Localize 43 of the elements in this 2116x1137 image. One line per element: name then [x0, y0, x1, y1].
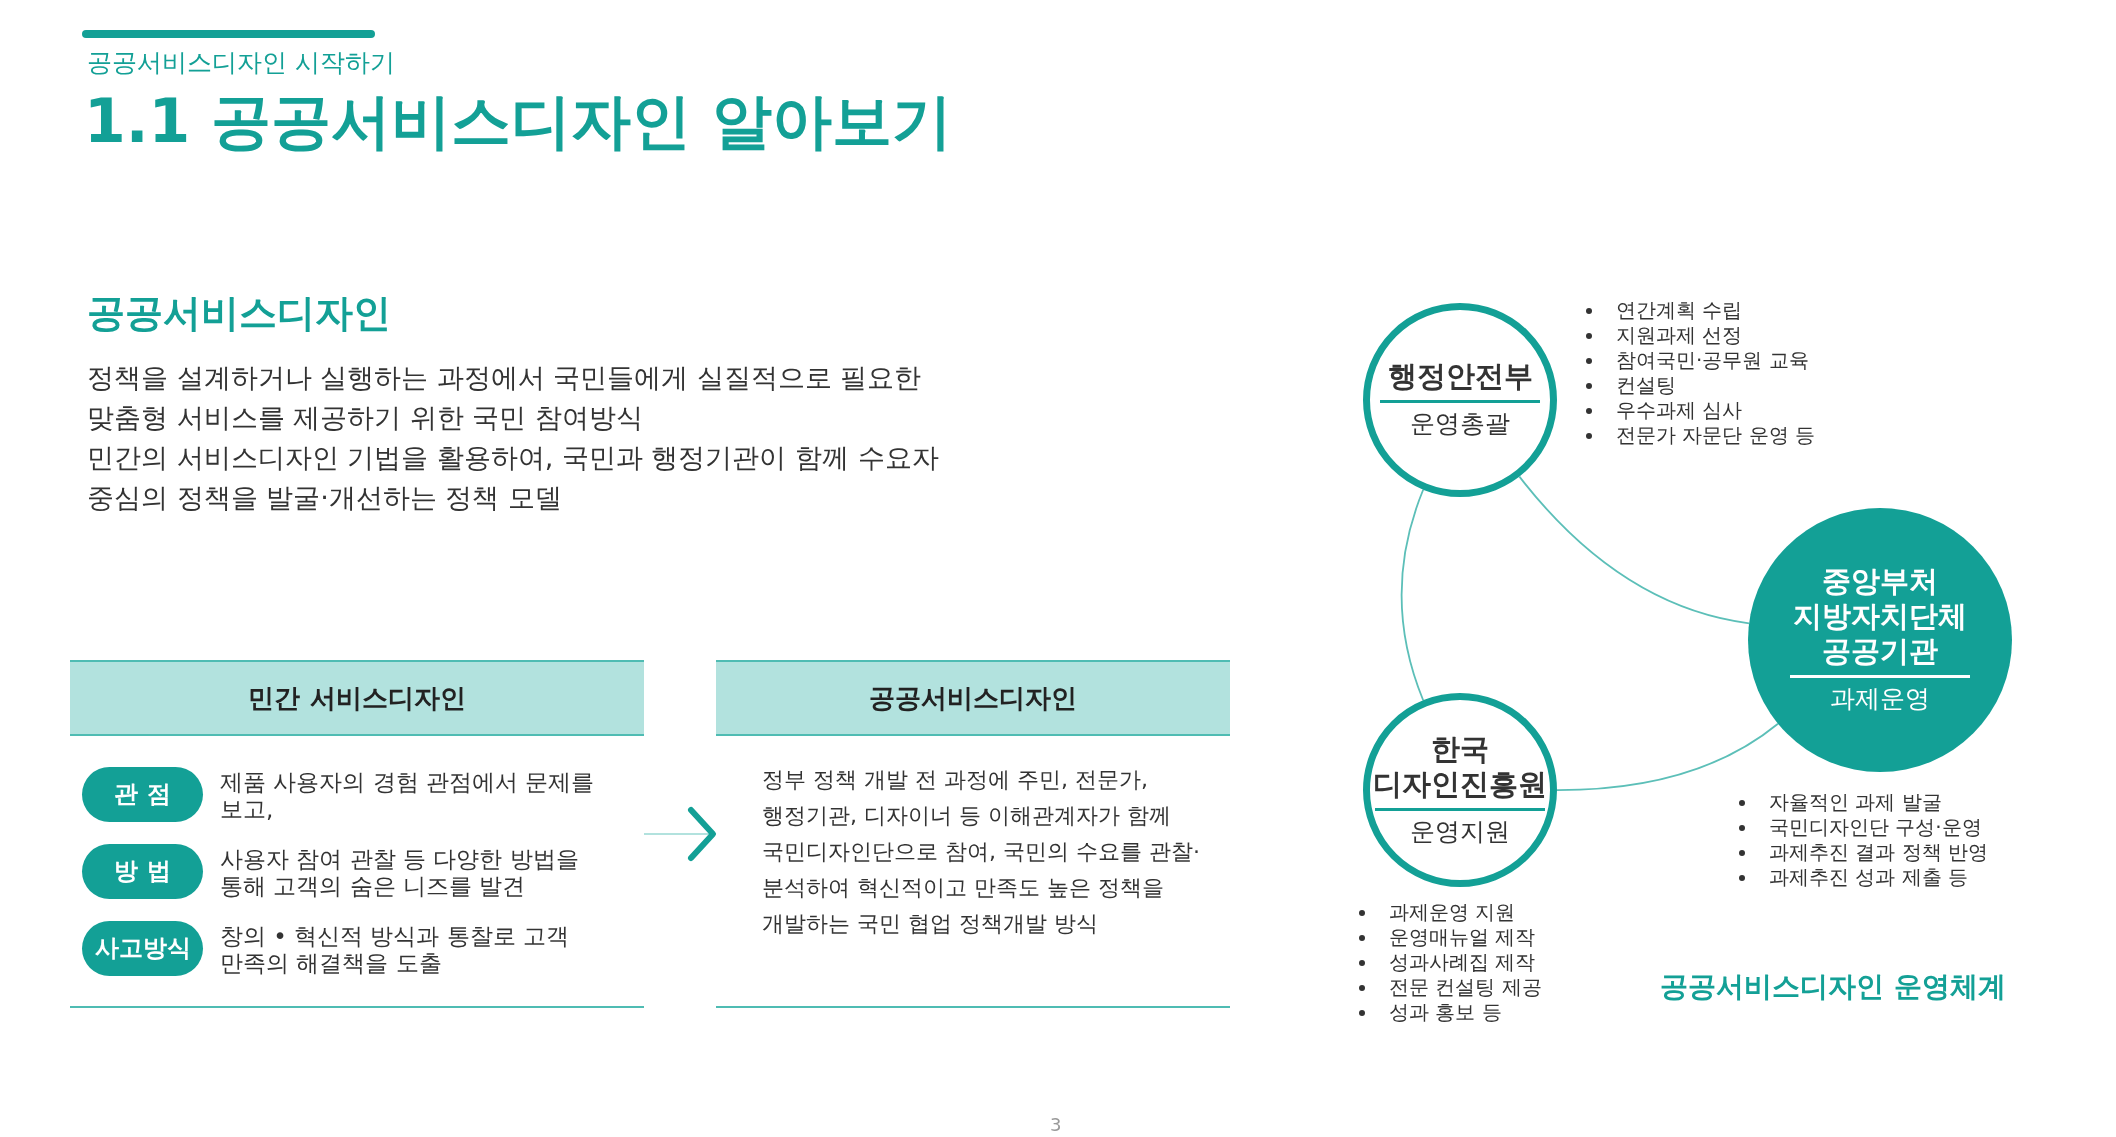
bullet-item: 전문가 자문단 운영 등 [1616, 423, 1816, 448]
bullet-item: 연간계획 수립 [1616, 298, 1743, 323]
category-tag: 사고방식 [82, 921, 203, 976]
section-heading: 공공서비스디자인 [87, 290, 391, 337]
bullet-item: 성과 홍보 등 [1389, 1000, 1502, 1025]
description-text: 사용자 참여 관찰 등 다양한 방법을 통해 고객의 숨은 니즈를 발견 [220, 846, 580, 900]
org-name: 행정안전부 [1386, 359, 1534, 394]
content-panel [716, 660, 1230, 1008]
category-tag: 방 법 [82, 844, 203, 899]
role-text: 운영지원 [1409, 815, 1511, 848]
bullet-item: 과제추진 성과 제출 등 [1769, 865, 1969, 890]
connector-line [1518, 475, 1750, 625]
connector-line [1556, 722, 1779, 792]
bullet-item: 국민디자인단 구성·운영 [1769, 815, 1982, 840]
bullet-item: 지원과제 선정 [1616, 323, 1743, 348]
connector-line [1400, 488, 1425, 702]
bullet-item: 과제추진 결과 정책 반영 [1769, 840, 1989, 865]
panel-body-text: 정부 정책 개발 전 과정에 주민, 전문가, 행정기관, 디자이너 등 이해관계자가 함께 국민디자인단으로 참여, 국민의 수요를 관찰·분석하여 혁신적이고 만족도 높은 정책을 개발하는 국민 협업 정책개발 방식 [762, 766, 1201, 938]
panel-header: 공공서비스디자인 [716, 662, 1230, 736]
role-text: 운영총괄 [1409, 408, 1511, 440]
org-name: 중앙부처 지방자치단체 공공기관 [1792, 564, 1968, 669]
paragraph: 정책을 설계하거나 실행하는 과정에서 국민들에게 실질적으로 필요한 맞춤형 서비스를 제공하기 위한 국민 참여방식 [87, 361, 923, 435]
chevron-arrow [643, 807, 717, 861]
bullet-item: 컨설팅 [1616, 373, 1676, 398]
page-title: 1.1 공공서비스디자인 알아보기 [84, 85, 953, 158]
panel-header: 민간 서비스디자인 [70, 662, 644, 736]
bullet-item: 과제운영 지원 [1389, 900, 1516, 925]
bullet-item: 참여국민·공무원 교육 [1616, 348, 1809, 373]
category-tag: 관 점 [82, 767, 203, 822]
role-text: 과제운영 [1829, 683, 1931, 715]
description-text: 제품 사용자의 경험 관점에서 문제를 보고, [220, 769, 596, 823]
bullet-item: 우수과제 심사 [1616, 398, 1743, 423]
section-label: 공공서비스디자인 시작하기 [87, 47, 395, 79]
bullet-item: 운영매뉴얼 제작 [1389, 925, 1536, 950]
content-panel [70, 660, 644, 1008]
description-text: 창의 • 혁신적 방식과 통찰로 고객 만족의 해결책을 도출 [220, 923, 571, 977]
page-number: 3 [1050, 1114, 1062, 1135]
bullet-item: 성과사례집 제작 [1389, 950, 1536, 975]
org-name: 한국 디자인진흥원 [1372, 731, 1548, 802]
bullet-item: 자율적인 과제 발굴 [1769, 790, 1942, 815]
diagram-caption: 공공서비스디자인 운영체계 [1660, 969, 2006, 1005]
bullet-item: 전문 컨설팅 제공 [1389, 975, 1542, 1000]
paragraph: 민간의 서비스디자인 기법을 활용하여, 국민과 행정기관이 함께 수요자 중심의 정책을 발굴·개선하는 정책 모델 [87, 441, 940, 515]
